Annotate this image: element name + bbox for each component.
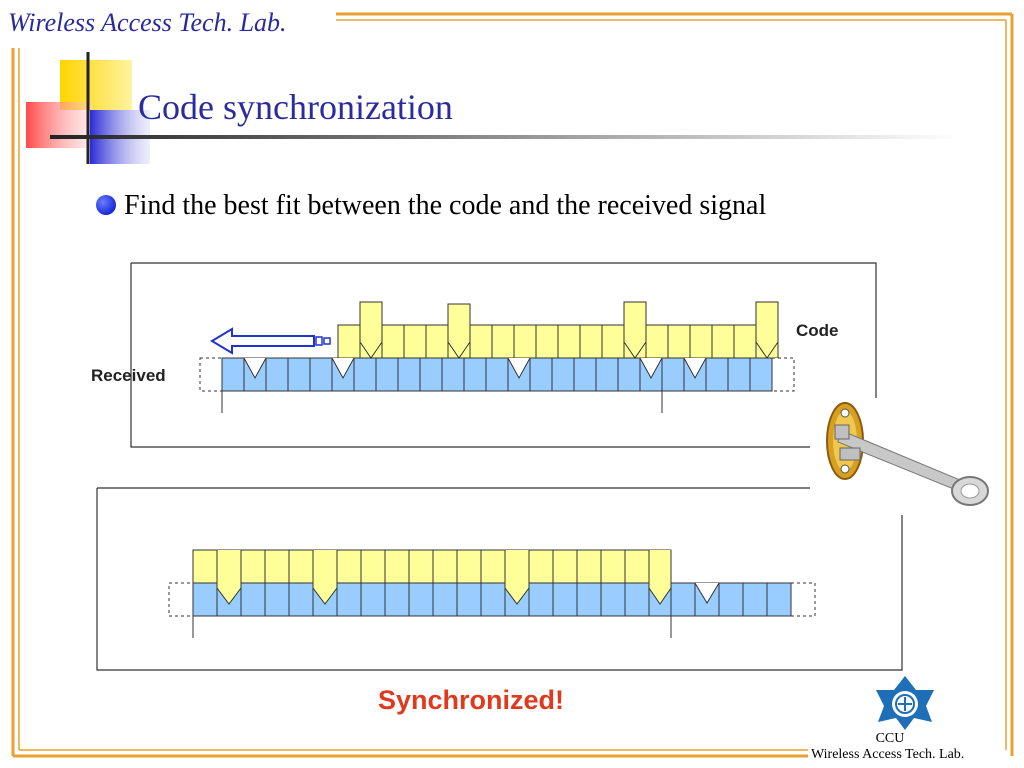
key-icon — [826, 402, 989, 506]
received-row-bottom — [168, 550, 816, 638]
footer-lab-name: Wireless Access Tech. Lab. — [811, 747, 965, 762]
synchronized-status: Synchronized! — [378, 685, 565, 715]
code-row-bottom — [192, 549, 672, 584]
code-row-top — [337, 301, 779, 359]
footer-ccu: CCU — [875, 731, 905, 746]
bullet-point: Find the best fit between the code and t… — [96, 190, 766, 222]
received-label: Received — [91, 366, 166, 385]
shift-left-arrow — [210, 327, 331, 355]
yellow-square-decor — [60, 60, 132, 110]
bullet-text: Find the best fit between the code and t… — [124, 190, 767, 221]
bullet-dot-icon — [96, 194, 116, 215]
slide-title: Code synchronization — [138, 87, 453, 127]
received-row-top — [199, 357, 795, 413]
red-square-decor — [26, 102, 92, 148]
ccu-emblem-icon — [876, 676, 934, 730]
code-label: Code — [796, 321, 839, 340]
header-lab-name: Wireless Access Tech. Lab. — [8, 8, 287, 37]
